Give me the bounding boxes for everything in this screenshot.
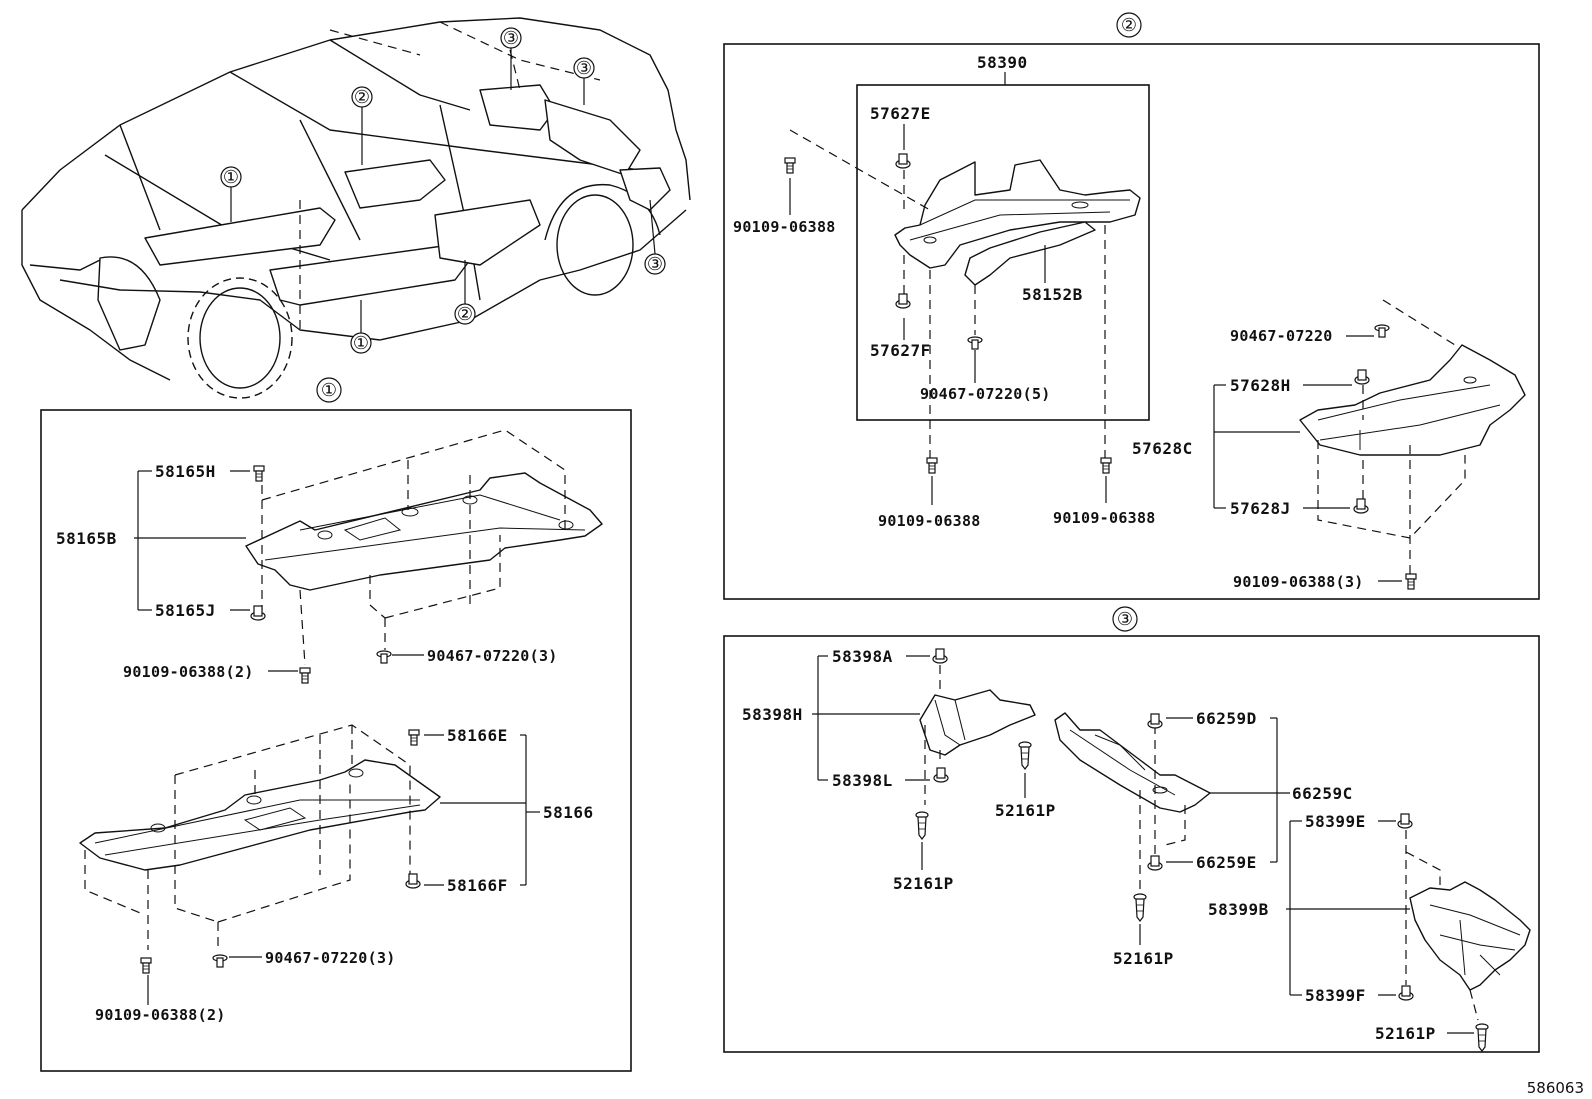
- label-90109-06388-2-lower: 90109-06388(2): [95, 1006, 226, 1024]
- label-90467-07220-3-upper: 90467-07220(3): [427, 647, 558, 665]
- label-57627e: 57627E: [870, 104, 931, 123]
- label-57627f: 57627F: [870, 341, 931, 360]
- rear-floor-side-cover-57628c: [1299, 344, 1526, 456]
- floor-cross-member-assembly: [894, 159, 1141, 269]
- svg-text:③: ③: [647, 254, 663, 275]
- rear-wheelhouse-shield-58398h: [919, 689, 1036, 756]
- label-58152b: 58152B: [1022, 285, 1083, 304]
- svg-text:②: ②: [1121, 15, 1137, 36]
- callout-1a: ①: [220, 166, 242, 222]
- callout-3a: ③: [500, 27, 522, 90]
- label-66259c: 66259C: [1292, 784, 1353, 803]
- label-90467-07220-5: 90467-07220(5): [920, 385, 1051, 403]
- label-52161p-c: 52161P: [1113, 949, 1174, 968]
- label-58390: 58390: [977, 53, 1028, 72]
- section-2-marker: ②: [1116, 12, 1142, 38]
- label-58166: 58166: [543, 803, 594, 822]
- label-58165b: 58165B: [56, 529, 117, 548]
- svg-text:②: ②: [354, 87, 370, 108]
- floor-duct-58152b: [964, 221, 1096, 286]
- callout-2a: ②: [351, 86, 373, 165]
- callout-3b: ③: [573, 57, 595, 105]
- svg-text:①: ①: [321, 380, 337, 401]
- label-90109-06388-3: 90109-06388(3): [1233, 573, 1364, 591]
- label-58166e: 58166E: [447, 726, 508, 745]
- section-3-marker: ③: [1112, 606, 1138, 632]
- label-52161p-b: 52161P: [893, 874, 954, 893]
- label-58398l: 58398L: [832, 771, 893, 790]
- label-58166f: 58166F: [447, 876, 508, 895]
- vehicle-overview: [21, 17, 691, 399]
- label-52161p-a: 52161P: [995, 801, 1056, 820]
- svg-text:①: ①: [353, 333, 369, 354]
- svg-text:③: ③: [503, 28, 519, 49]
- front-floor-cover-58165b: [245, 472, 603, 591]
- label-58398h: 58398H: [742, 705, 803, 724]
- label-57628c: 57628C: [1132, 439, 1193, 458]
- label-52161p-d: 52161P: [1375, 1024, 1436, 1043]
- section-1-marker: ①: [316, 377, 342, 403]
- label-58399f: 58399F: [1305, 986, 1366, 1005]
- label-90109-06388-2-upper: 90109-06388(2): [123, 663, 254, 681]
- label-57628h: 57628H: [1230, 376, 1291, 395]
- rear-floor-side-shield-66259c: [1054, 712, 1211, 813]
- label-90109-06388-left: 90109-06388: [733, 218, 836, 236]
- label-66259d: 66259D: [1196, 709, 1257, 728]
- svg-text:③: ③: [1117, 609, 1133, 630]
- section-2: ② 58390 57627E 90109-06388 58152B 57627F…: [723, 12, 1540, 600]
- label-90467-07220-3-lower: 90467-07220(3): [265, 949, 396, 967]
- section-3: ③ 58398A 58398H 58398L 52161P 52161P: [723, 606, 1540, 1053]
- callout-3c: ③: [644, 199, 666, 275]
- label-58399b: 58399B: [1208, 900, 1269, 919]
- label-66259e: 66259E: [1196, 853, 1257, 872]
- callout-2b: ②: [454, 260, 476, 325]
- section-1: ① 58165H 58165B 58165J 90109-06388(2): [40, 377, 632, 1072]
- label-58165j: 58165J: [155, 601, 216, 620]
- svg-text:②: ②: [457, 304, 473, 325]
- figure-id: 586063: [1527, 1079, 1584, 1097]
- label-58399e: 58399E: [1305, 812, 1366, 831]
- rear-floor-cover-58166: [79, 759, 441, 871]
- label-90467-07220-right: 90467-07220: [1230, 327, 1333, 345]
- label-58165h: 58165H: [155, 462, 216, 481]
- svg-text:①: ①: [223, 167, 239, 188]
- label-58398a: 58398A: [832, 647, 893, 666]
- vehicle-callouts: ① ① ② ② ③ ③ ③: [220, 27, 666, 354]
- rear-bumper-shield-58399b: [1409, 881, 1531, 991]
- svg-text:③: ③: [576, 58, 592, 79]
- label-90109-06388-center: 90109-06388: [878, 512, 981, 530]
- callout-1b: ①: [350, 300, 372, 354]
- label-57628j: 57628J: [1230, 499, 1291, 518]
- label-90109-06388-right: 90109-06388: [1053, 509, 1156, 527]
